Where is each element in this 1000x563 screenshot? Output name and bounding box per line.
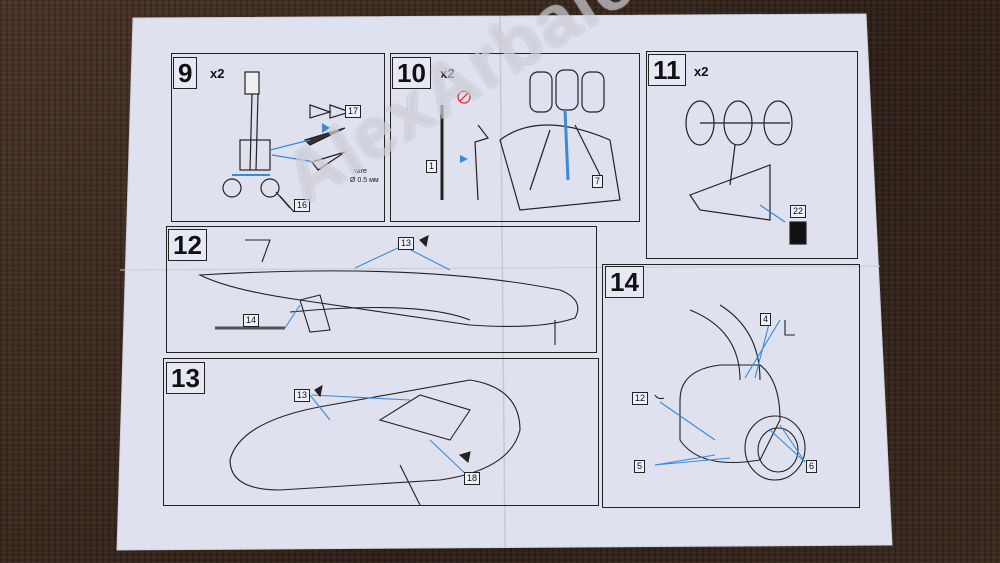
callout-13-13: 13 (294, 389, 311, 402)
step-14-panel (602, 264, 860, 508)
callout-14-5: 5 (634, 460, 646, 473)
step-13-number: 13 (166, 362, 205, 394)
step-12-panel (166, 226, 597, 353)
callout-12-14: 14 (243, 314, 260, 327)
step-12-number: 12 (168, 229, 207, 261)
step-9-number: 9 (173, 57, 198, 89)
step10-drawing (440, 69, 621, 211)
step13-drawing (229, 379, 521, 506)
step14-drawing (654, 304, 806, 481)
step9-drawing (222, 71, 352, 213)
step-9-panel (171, 53, 385, 222)
step-10-multiplier: x2 (440, 66, 455, 81)
step-11-number: 11 (648, 54, 686, 86)
step-13-panel (163, 358, 599, 506)
callout-9-16: 16 (294, 199, 311, 212)
step12-drawing (197, 235, 579, 345)
callout-14-12: 12 (632, 392, 649, 405)
step-10-number: 10 (392, 57, 431, 89)
step-11-multiplier: x2 (694, 64, 709, 79)
step-10-panel (390, 53, 640, 222)
callout-12-13: 13 (398, 237, 415, 250)
callout-14-6: 6 (806, 460, 818, 473)
callout-10-1: 1 (426, 160, 438, 173)
callout-13-18: 18 (464, 472, 481, 485)
callout-11-22: 22 (790, 205, 807, 218)
wire-note-line2: Ø 0.5 мм (350, 177, 379, 184)
step-14-number: 14 (605, 266, 644, 298)
callout-9-17: 17 (345, 105, 362, 118)
callout-10-7: 7 (592, 175, 604, 188)
wire-note-line1: wire (354, 168, 367, 175)
step-11-panel (646, 51, 858, 259)
step11-drawing (685, 100, 807, 245)
callout-14-4: 4 (760, 313, 772, 326)
step-9-multiplier: x2 (210, 66, 225, 81)
